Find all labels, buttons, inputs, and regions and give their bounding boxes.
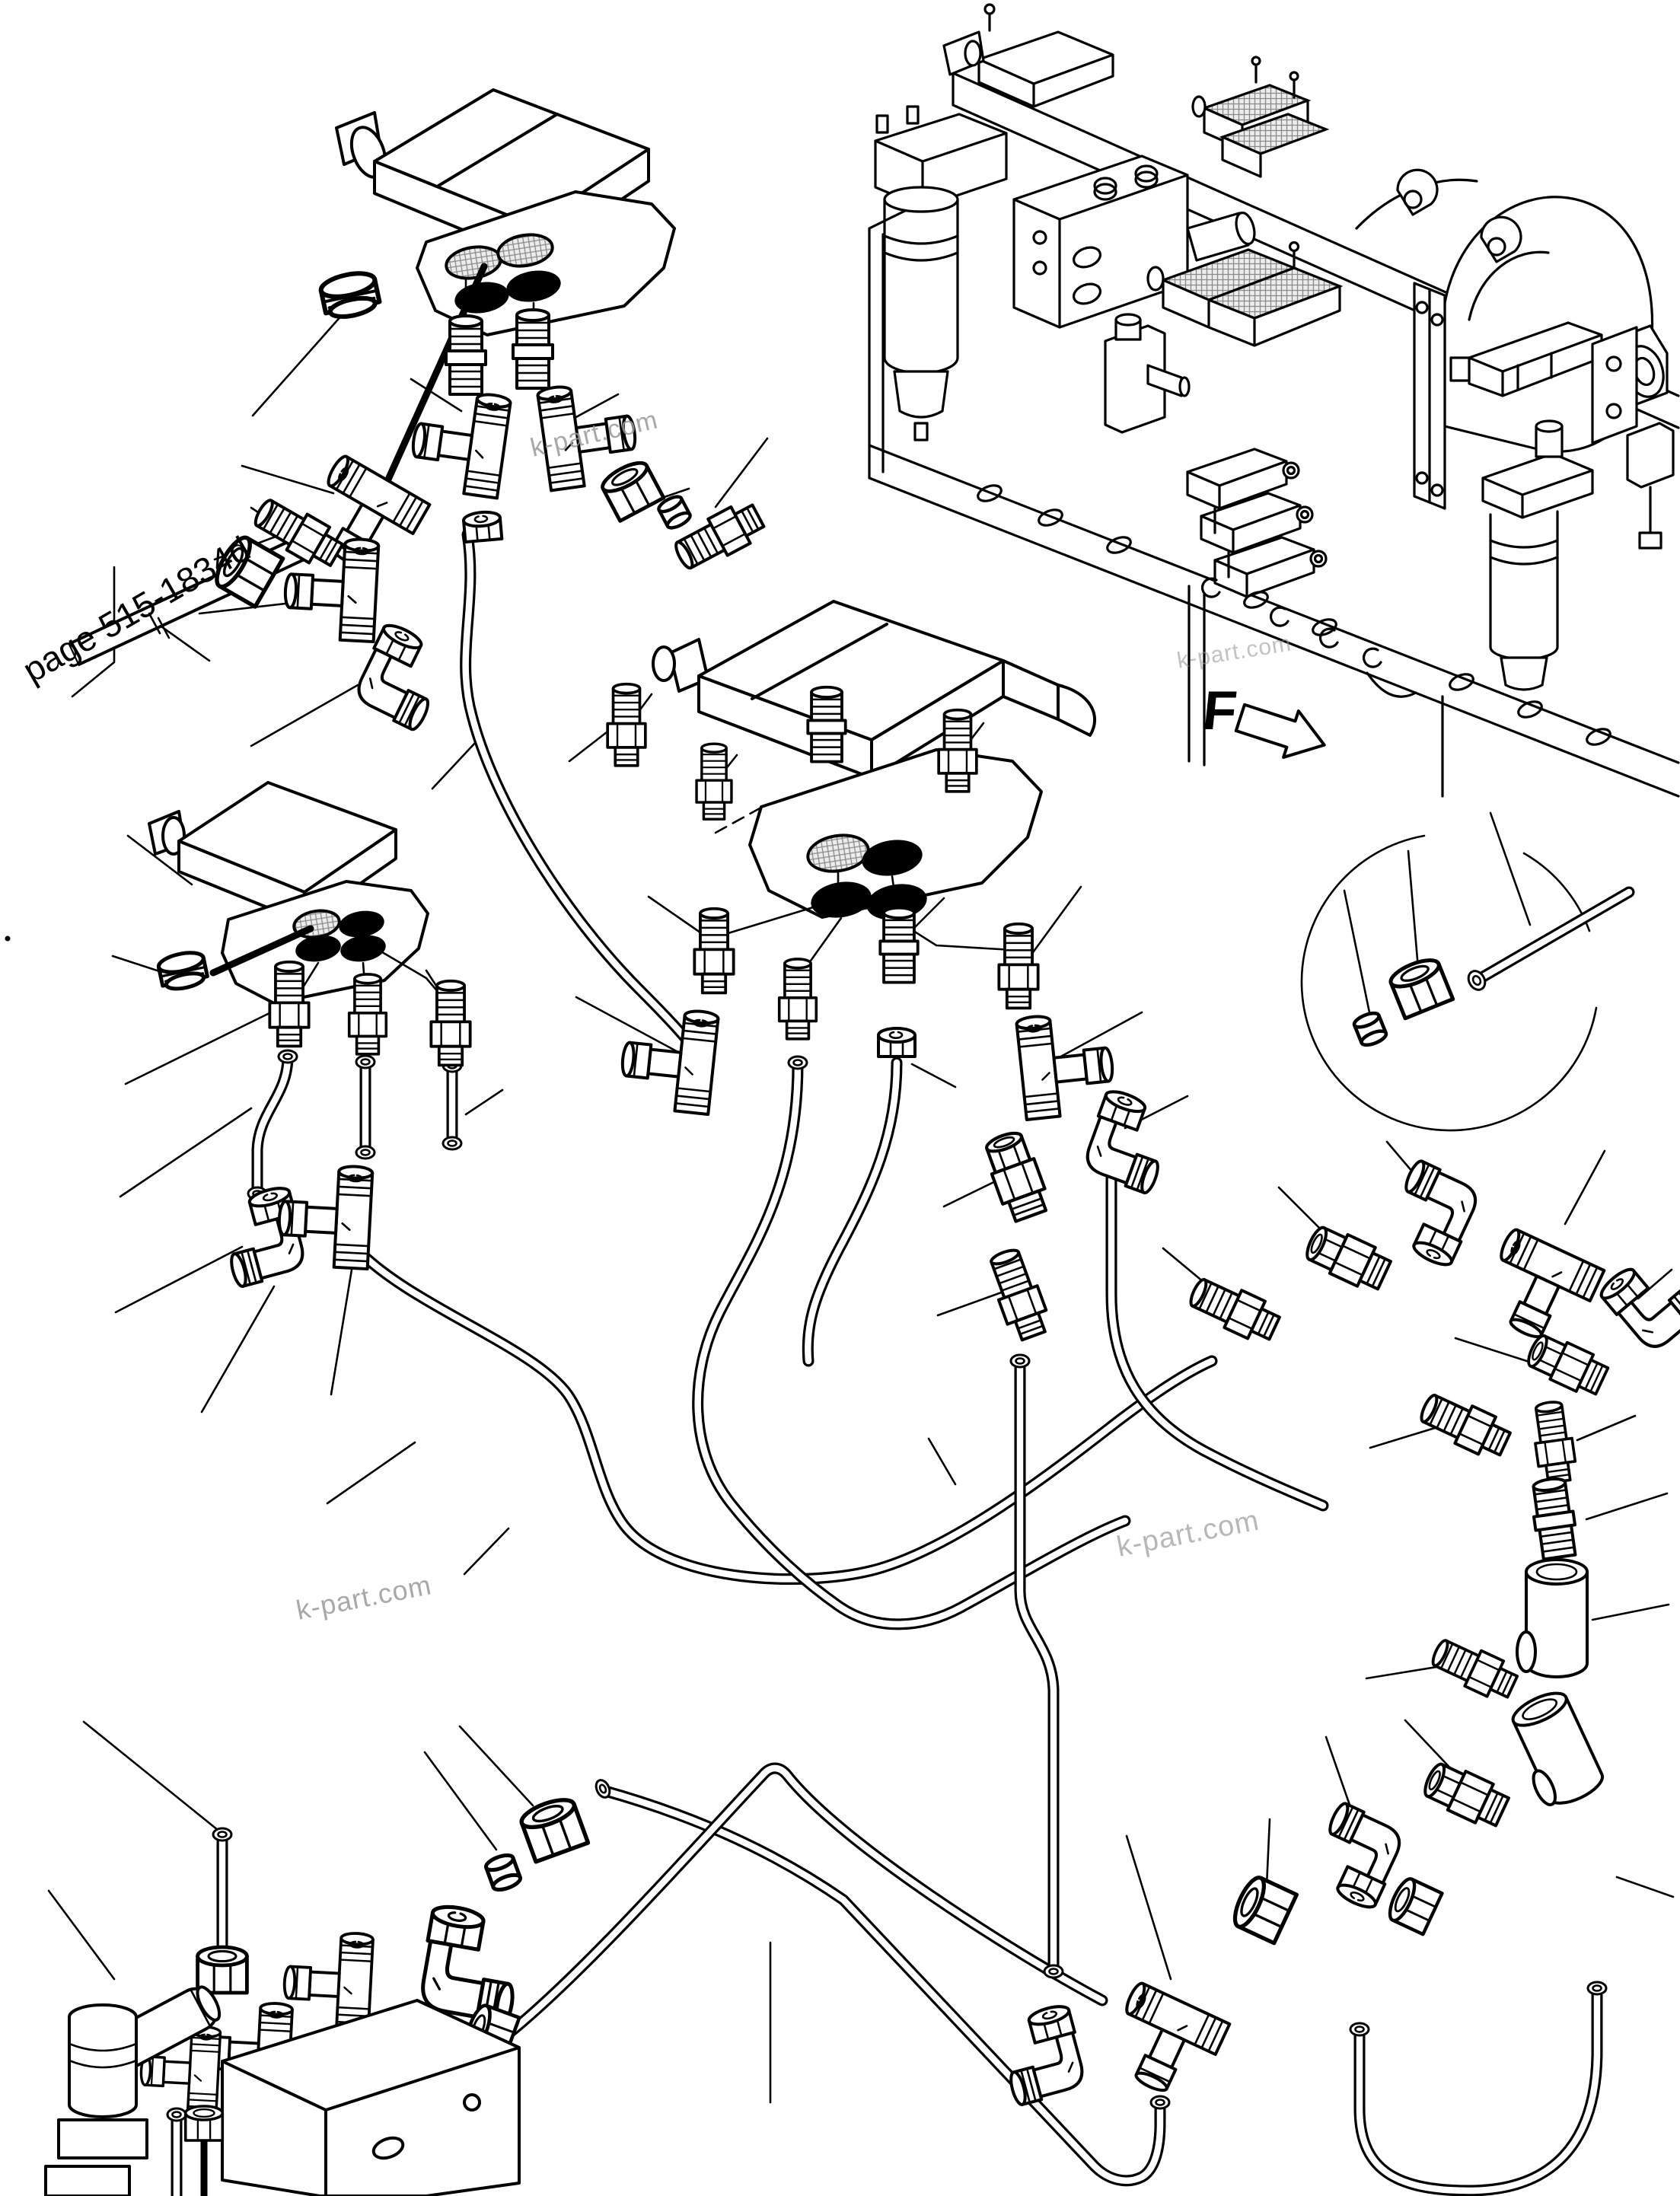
tube-nut xyxy=(877,1027,917,1058)
union-connector xyxy=(980,1128,1052,1223)
ferrule xyxy=(484,1853,522,1893)
male-connector xyxy=(695,742,733,821)
tee-connector xyxy=(1098,1979,1232,2108)
fittings xyxy=(138,269,1680,2116)
male-connector xyxy=(777,958,818,1041)
ferrule xyxy=(1353,1010,1388,1047)
union-connector xyxy=(1300,1219,1395,1296)
male-connector xyxy=(1529,1398,1580,1486)
stray-dot xyxy=(5,935,11,942)
cap-nut xyxy=(598,457,663,521)
watermark: k-part.com xyxy=(1114,1504,1262,1563)
pilot-valve-icon xyxy=(1104,313,1191,434)
hex-plug xyxy=(157,949,209,992)
valve-block-top-left xyxy=(335,88,676,500)
cap-nut xyxy=(518,1794,588,1861)
valve-block-left xyxy=(148,781,449,1005)
stud-nipple xyxy=(1527,1474,1581,1562)
cap-nut xyxy=(198,1947,247,1993)
view-direction: F xyxy=(1200,680,1326,759)
manifold-block-bottom-left xyxy=(44,1985,521,2196)
union-connector xyxy=(1418,1756,1513,1833)
watermark: k-part.com xyxy=(294,1569,435,1626)
elbow-connector xyxy=(1379,1157,1487,1270)
view-direction-label: F xyxy=(1200,680,1239,741)
leader-lines xyxy=(47,306,1675,2104)
cap-nut xyxy=(1385,1876,1443,1934)
cap-nut xyxy=(1388,955,1453,1018)
female-tee-body xyxy=(1511,1691,1605,1806)
male-connector xyxy=(606,682,647,767)
tee-body-fitting xyxy=(1516,1558,1589,1678)
male-connector xyxy=(347,973,388,1056)
hatched-solenoid-mid xyxy=(1146,241,1344,347)
assembly-overview xyxy=(868,3,1680,798)
tee-connector xyxy=(1472,1225,1606,1354)
tube-nut xyxy=(461,508,504,544)
base-plate-holes xyxy=(977,484,1611,746)
male-connector xyxy=(1414,1386,1516,1465)
elbow-connector xyxy=(1077,1086,1181,1197)
male-connector xyxy=(997,922,1040,1010)
male-connector xyxy=(268,960,311,1048)
elbow-connector xyxy=(993,2001,1092,2108)
filter-unit-right xyxy=(1481,326,1675,691)
view-direction-arrow xyxy=(1234,703,1326,759)
stud-nipple xyxy=(512,308,554,390)
filter-unit-left xyxy=(874,105,1008,441)
male-connector xyxy=(1426,1631,1522,1707)
detail-balloon xyxy=(1300,834,1635,1132)
stud-nipple xyxy=(806,685,847,763)
corner-filter xyxy=(57,2003,148,2159)
tee-connector xyxy=(280,1928,375,2032)
cap-nut xyxy=(1229,1874,1297,1943)
male-connector xyxy=(429,979,472,1067)
watermark: k-part.com xyxy=(1175,631,1293,674)
hatched-solenoid-pair xyxy=(1191,56,1330,178)
solenoid-stack xyxy=(1186,448,1328,598)
male-connector xyxy=(1184,1270,1285,1349)
tubes xyxy=(67,528,1608,2196)
hex-plug xyxy=(319,269,381,321)
stud-nipple xyxy=(878,906,920,984)
union-connector xyxy=(1522,1328,1612,1401)
manifold-block-center xyxy=(1012,155,1256,329)
page-reference[interactable]: page 515-1834d xyxy=(16,528,257,690)
stud-nipple xyxy=(445,314,487,396)
male-connector xyxy=(693,907,735,995)
solenoid-valve-icon xyxy=(942,3,1114,108)
elbow-connector xyxy=(1596,1241,1680,1359)
valve-block-center xyxy=(652,600,1097,980)
elbow-connector xyxy=(1302,1799,1411,1913)
